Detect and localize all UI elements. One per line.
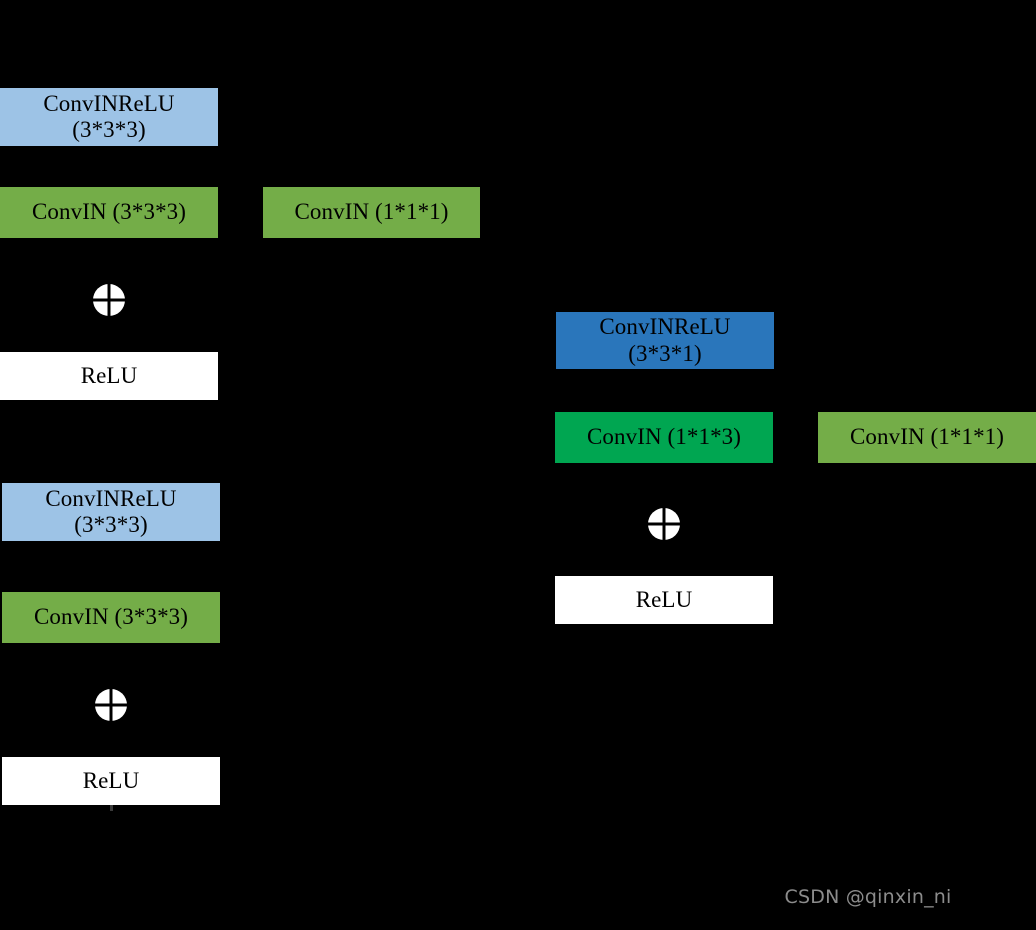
connector-stub	[110, 805, 113, 811]
add-operator-icon	[647, 507, 681, 541]
add-operator-icon	[92, 283, 126, 317]
node-conv-in-l2: ConvIN (3*3*3)	[0, 187, 218, 238]
node-relu-l6: ReLU	[2, 757, 220, 805]
node-conv-in-relu-r1: ConvINReLU (3*3*1)	[556, 312, 774, 369]
node-relu-l3: ReLU	[0, 352, 218, 400]
node-conv-in-l5: ConvIN (3*3*3)	[2, 592, 220, 643]
node-conv-in-r2: ConvIN (1*1*3)	[555, 412, 773, 463]
node-conv-in-relu-l1: ConvINReLU (3*3*3)	[0, 88, 218, 146]
node-relu-r3: ReLU	[555, 576, 773, 624]
watermark: CSDN @qinxin_ni	[784, 886, 952, 908]
node-conv-in-relu-l4: ConvINReLU (3*3*3)	[2, 483, 220, 541]
add-operator-icon	[94, 688, 128, 722]
node-conv-in-shortcut-l-shortcut: ConvIN (1*1*1)	[263, 187, 480, 238]
node-conv-in-shortcut-r-shortcut: ConvIN (1*1*1)	[818, 412, 1036, 463]
